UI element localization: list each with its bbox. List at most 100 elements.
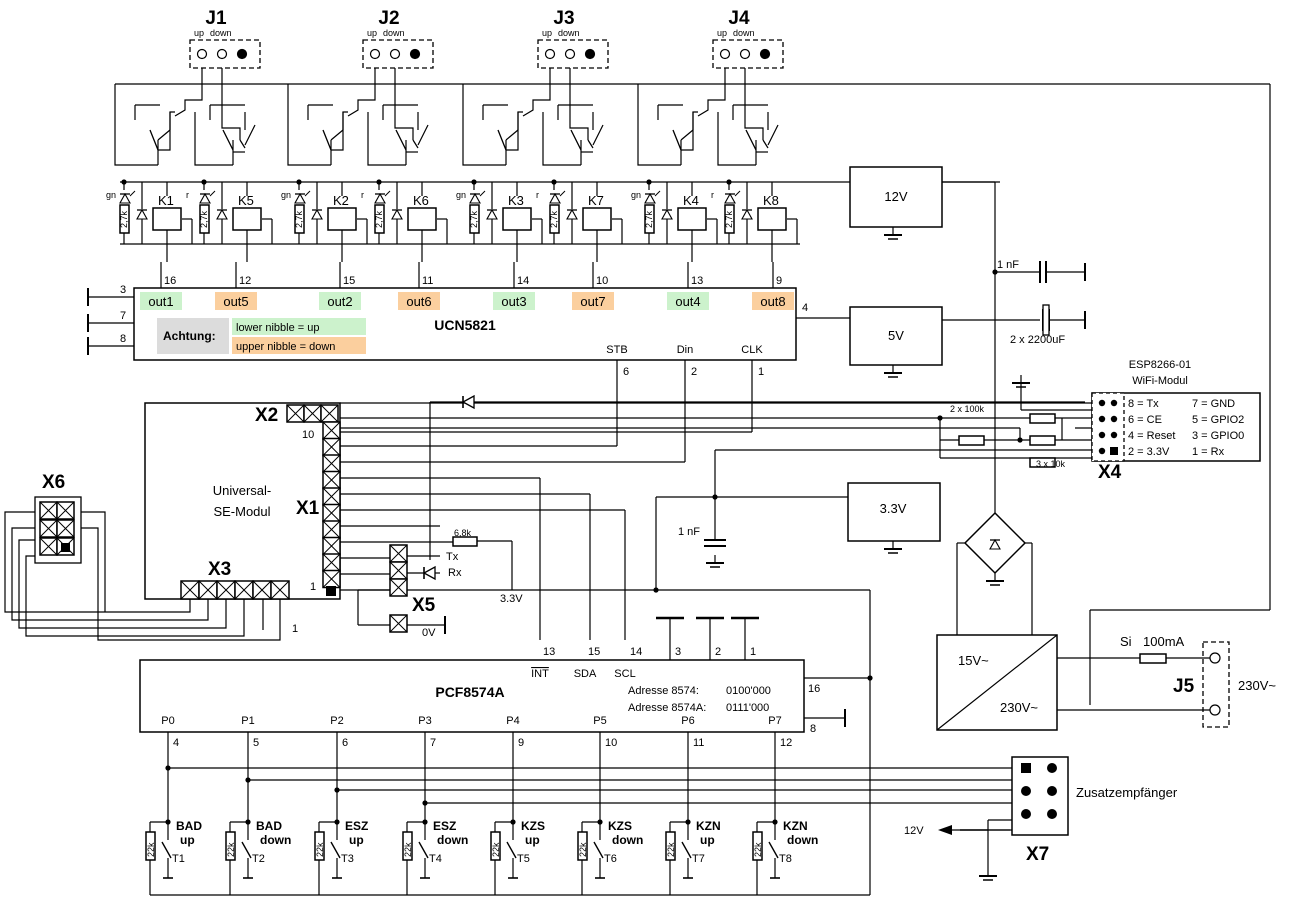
- button-label: up: [349, 833, 364, 847]
- flyback-diode-icon: [216, 208, 228, 220]
- led-color-label: r: [186, 190, 189, 200]
- note-lower: lower nibble = up: [236, 322, 319, 334]
- pin-number: 10: [605, 737, 617, 749]
- wire: [4, 511, 191, 613]
- transformer-icon: [936, 634, 1058, 731]
- led-resistor: [644, 204, 655, 234]
- relay-coil-icon: [502, 207, 532, 231]
- resistor-value: 2,7k: [469, 210, 479, 228]
- arrow-icon: [938, 825, 952, 835]
- resistor-value: 22k: [315, 842, 325, 857]
- jumper-up-label: up: [542, 28, 552, 38]
- connector-pin: [252, 580, 272, 600]
- button-resistor: [665, 831, 676, 861]
- wire: [287, 84, 331, 166]
- button-label: KZS: [608, 819, 632, 833]
- flyback-diode-icon: [741, 208, 753, 220]
- relay-label: K3: [508, 193, 524, 208]
- button-label: down: [612, 833, 643, 847]
- esp-pin-label: 5 = GPIO2: [1192, 414, 1244, 426]
- button-resistor: [490, 831, 501, 861]
- diode-icon: [461, 394, 475, 410]
- port-label: P3: [418, 715, 431, 727]
- flyback-diode-icon: [136, 208, 148, 220]
- flyback-diode-icon: [311, 208, 323, 220]
- junction-dot: [772, 819, 778, 825]
- capacitor-icon: [1042, 304, 1050, 336]
- supply-3v3: [847, 482, 941, 542]
- jumper-pin: [584, 48, 596, 60]
- junction-dot: [165, 765, 171, 771]
- resistor-icon: [452, 536, 478, 547]
- jumper-label: J3: [553, 8, 574, 29]
- relay-coil-icon: [232, 207, 262, 231]
- wire: [174, 58, 203, 117]
- wire: [394, 58, 414, 140]
- pin-number: 16: [808, 683, 820, 695]
- connector-label: X5: [412, 595, 436, 616]
- jumper-up-label: up: [194, 28, 204, 38]
- wire: [505, 129, 519, 141]
- led-arrow-icon: [129, 190, 136, 197]
- jumper-pin: [196, 48, 208, 60]
- esp-pin: [1110, 399, 1118, 407]
- pushbutton-icon: [593, 841, 604, 859]
- connector-label: X3: [208, 559, 231, 580]
- led-color-label: gn: [106, 190, 116, 200]
- jumper-down-label: down: [383, 28, 405, 38]
- jumper-pin: [369, 48, 381, 60]
- wire: [239, 139, 246, 149]
- port-label: P6: [681, 715, 694, 727]
- wire: [347, 58, 376, 117]
- junction-dot: [296, 179, 302, 185]
- voltage-label: 3.3V: [500, 593, 523, 605]
- bridge-diode-icon: [989, 538, 1001, 550]
- esp-header-icon: [1091, 392, 1125, 462]
- junction-dot: [653, 587, 659, 593]
- pin-number: 1: [758, 366, 764, 378]
- led-resistor: [549, 204, 560, 234]
- connector-pin: [322, 553, 341, 572]
- cap-label: 2 x 2200uF: [1010, 334, 1065, 346]
- esp-pin-label: 4 = Reset: [1128, 430, 1175, 442]
- connector-pin: [322, 520, 341, 539]
- relay-coil-icon: [407, 207, 437, 231]
- jumper-pin: [409, 48, 421, 60]
- button-resistor: [314, 831, 325, 861]
- switch-icon: [497, 129, 507, 151]
- ic-name: PCF8574A: [435, 684, 504, 700]
- esp-pin: [1110, 415, 1118, 423]
- led-color-label: gn: [631, 190, 641, 200]
- led-resistor: [294, 204, 305, 234]
- pin-number: 11: [422, 275, 433, 287]
- x7-pin: [1047, 809, 1057, 819]
- relay-label: K7: [588, 193, 604, 208]
- fuse-label: Si: [1120, 634, 1132, 649]
- junction-dot: [121, 179, 127, 185]
- wire: [81, 511, 106, 612]
- led-arrow-icon: [304, 190, 311, 197]
- port-label: P2: [330, 715, 343, 727]
- address-label: Adresse 8574A:: [628, 702, 706, 714]
- wire: [462, 84, 506, 166]
- pin-number: 9: [518, 737, 524, 749]
- switch-icon: [322, 129, 332, 151]
- esp-pin: [1110, 447, 1118, 455]
- led-color-label: gn: [456, 190, 466, 200]
- button-id: T4: [429, 853, 442, 865]
- output-label: out7: [580, 294, 605, 309]
- wire: [11, 527, 209, 621]
- diode-icon: [422, 565, 436, 581]
- button-id: T3: [341, 853, 354, 865]
- port-label: P5: [593, 715, 606, 727]
- connector-label: X6: [42, 472, 65, 493]
- pushbutton-icon: [161, 841, 172, 859]
- jumper-label: J2: [378, 8, 399, 29]
- supply-5v: [849, 306, 943, 366]
- button-resistor: [577, 831, 588, 861]
- junction-dot: [471, 179, 477, 185]
- junction-dot: [422, 819, 428, 825]
- jumper-down-label: down: [733, 28, 755, 38]
- wire: [412, 139, 419, 149]
- pushbutton-icon: [241, 841, 252, 859]
